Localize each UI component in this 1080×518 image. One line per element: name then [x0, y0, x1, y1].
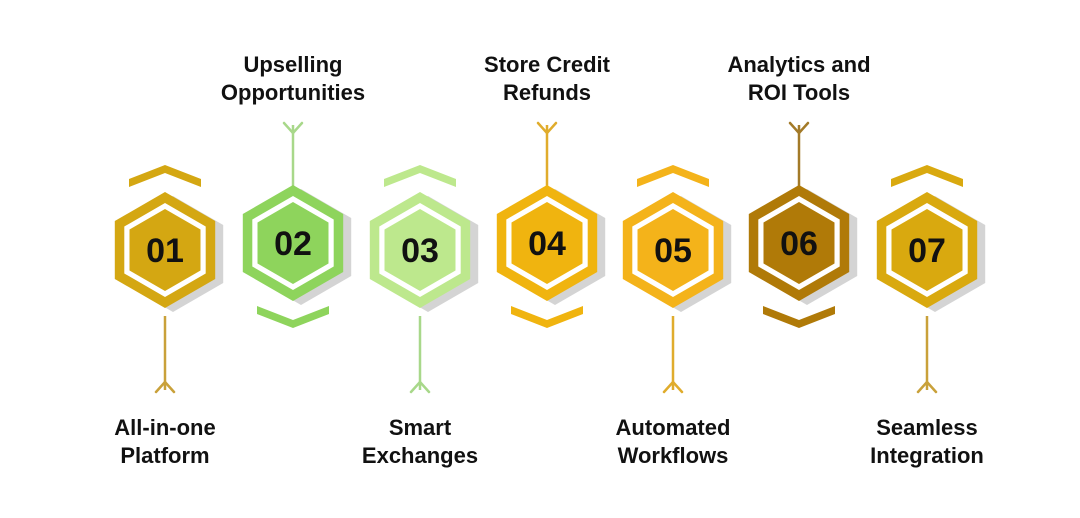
chevron-up-icon [384, 165, 456, 187]
chevron-down-icon [763, 306, 835, 328]
step-connector [409, 316, 431, 394]
step-number: 01 [146, 232, 184, 270]
step-number: 04 [528, 225, 566, 263]
step-connector [282, 121, 304, 186]
step-03: 03 [369, 165, 479, 394]
hexagon-inner [637, 209, 709, 291]
connector-fork-icon [536, 121, 558, 135]
hexagon-inner [763, 202, 835, 284]
connector-fork-icon [282, 121, 304, 135]
chevron-down-icon [511, 306, 583, 328]
hexagon-inner [129, 209, 201, 291]
step-number: 05 [654, 232, 692, 270]
step-number: 03 [401, 232, 439, 270]
chevron-up-icon [637, 165, 709, 187]
hexagon-inner [257, 202, 329, 284]
step-connector [154, 316, 176, 394]
chevron-down-icon [257, 306, 329, 328]
connector-fork-icon [916, 380, 938, 394]
hexagon-inner [511, 202, 583, 284]
step-number: 02 [274, 225, 312, 263]
step-label: Analytics and ROI Tools [727, 52, 871, 105]
step-04: 04 [496, 121, 606, 328]
chevron-up-icon [891, 165, 963, 187]
step-01: 01 [114, 165, 224, 394]
step-02: 02 [242, 121, 352, 328]
step-label: All-in-one Platform [114, 415, 216, 468]
step-connector [662, 316, 684, 394]
step-label: Seamless Integration [870, 415, 984, 468]
step-label: Automated Workflows [615, 415, 731, 468]
hexagon-inner [384, 209, 456, 291]
step-number: 06 [780, 225, 818, 263]
step-connector [916, 316, 938, 394]
connector-fork-icon [788, 121, 810, 135]
step-label: Smart Exchanges [361, 415, 479, 468]
step-07: 07 [876, 165, 986, 394]
connector-fork-icon [154, 380, 176, 394]
step-06: 06 [748, 121, 858, 328]
step-label: Upselling Opportunities [220, 52, 366, 105]
step-label: Store Credit Refunds [484, 52, 610, 105]
step-number: 07 [908, 232, 946, 270]
step-connector [536, 121, 558, 186]
chevron-up-icon [129, 165, 201, 187]
connector-fork-icon [409, 380, 431, 394]
step-05: 05 [622, 165, 732, 394]
step-connector [788, 121, 810, 186]
hexagon-inner [891, 209, 963, 291]
connector-fork-icon [662, 380, 684, 394]
